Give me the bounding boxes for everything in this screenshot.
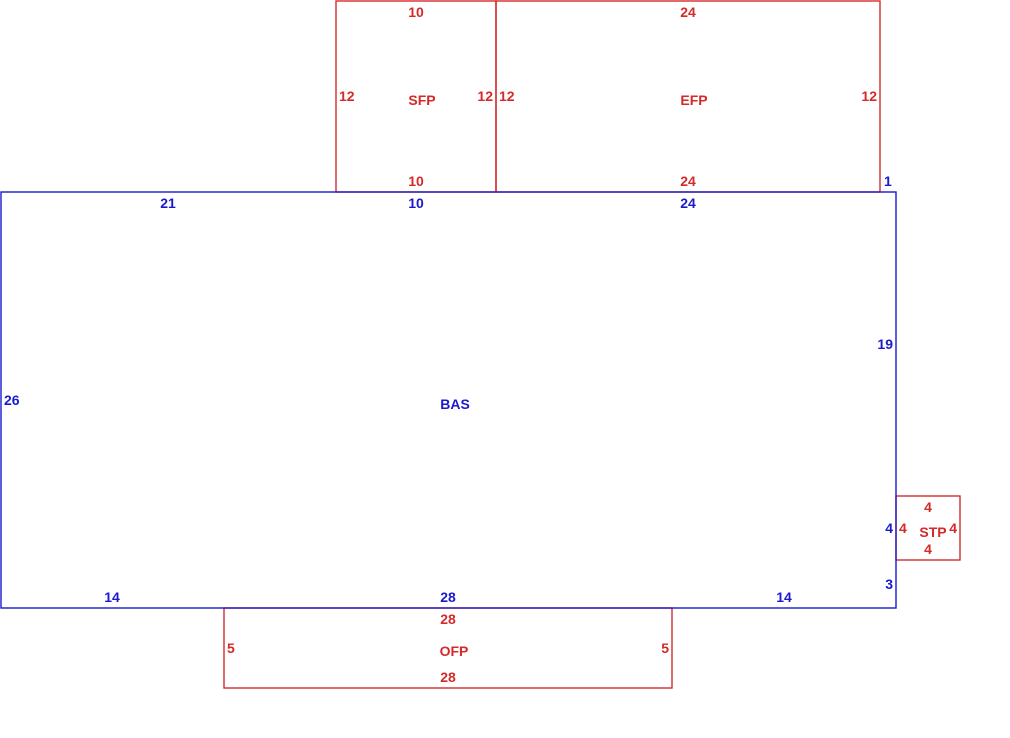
bas-dim-bottom-left: 14 — [104, 589, 120, 605]
bas-dim-right-lower: 3 — [885, 576, 893, 592]
bas-dim-top-right: 24 — [680, 195, 696, 211]
stp-code-label: STP — [919, 524, 946, 540]
sfp-dim-top: 10 — [408, 4, 424, 20]
efp-dim-right: 12 — [861, 88, 877, 104]
sfp-area: SFP 10 10 12 12 — [335, 0, 497, 193]
sfp-dim-bottom: 10 — [408, 173, 424, 189]
ofp-dim-bottom: 28 — [440, 669, 456, 685]
bas-area: BAS 21 10 24 1 19 4 3 14 28 14 26 — [0, 173, 897, 609]
bas-dim-jog: 1 — [884, 173, 892, 189]
bas-dim-bottom-right: 14 — [776, 589, 792, 605]
stp-area: STP 4 4 4 4 — [895, 495, 961, 561]
sfp-dim-right: 12 — [477, 88, 493, 104]
sfp-dim-left: 12 — [339, 88, 355, 104]
bas-dim-bottom-mid: 28 — [440, 589, 456, 605]
efp-area: EFP 24 24 12 12 — [495, 0, 881, 193]
bas-outline — [0, 191, 897, 609]
efp-dim-bottom: 24 — [680, 173, 696, 189]
ofp-code-label: OFP — [440, 643, 469, 659]
stp-dim-bottom: 4 — [924, 541, 932, 557]
efp-dim-left: 12 — [499, 88, 515, 104]
sfp-code-label: SFP — [408, 92, 435, 108]
ofp-dim-left: 5 — [227, 640, 235, 656]
efp-dim-top: 24 — [680, 4, 696, 20]
bas-code-label: BAS — [440, 396, 470, 412]
efp-code-label: EFP — [680, 92, 707, 108]
bas-dim-top-left: 21 — [160, 195, 176, 211]
ofp-area: OFP 28 28 5 5 — [223, 607, 673, 689]
ofp-dim-right: 5 — [661, 640, 669, 656]
bas-dim-left: 26 — [4, 392, 20, 408]
bas-dim-top-mid: 10 — [408, 195, 424, 211]
bas-dim-right-mid: 4 — [885, 520, 893, 536]
bas-dim-right-upper: 19 — [877, 336, 893, 352]
stp-dim-top: 4 — [924, 499, 932, 515]
stp-dim-left: 4 — [899, 520, 907, 536]
stp-dim-right: 4 — [949, 520, 957, 536]
ofp-dim-top: 28 — [440, 611, 456, 627]
